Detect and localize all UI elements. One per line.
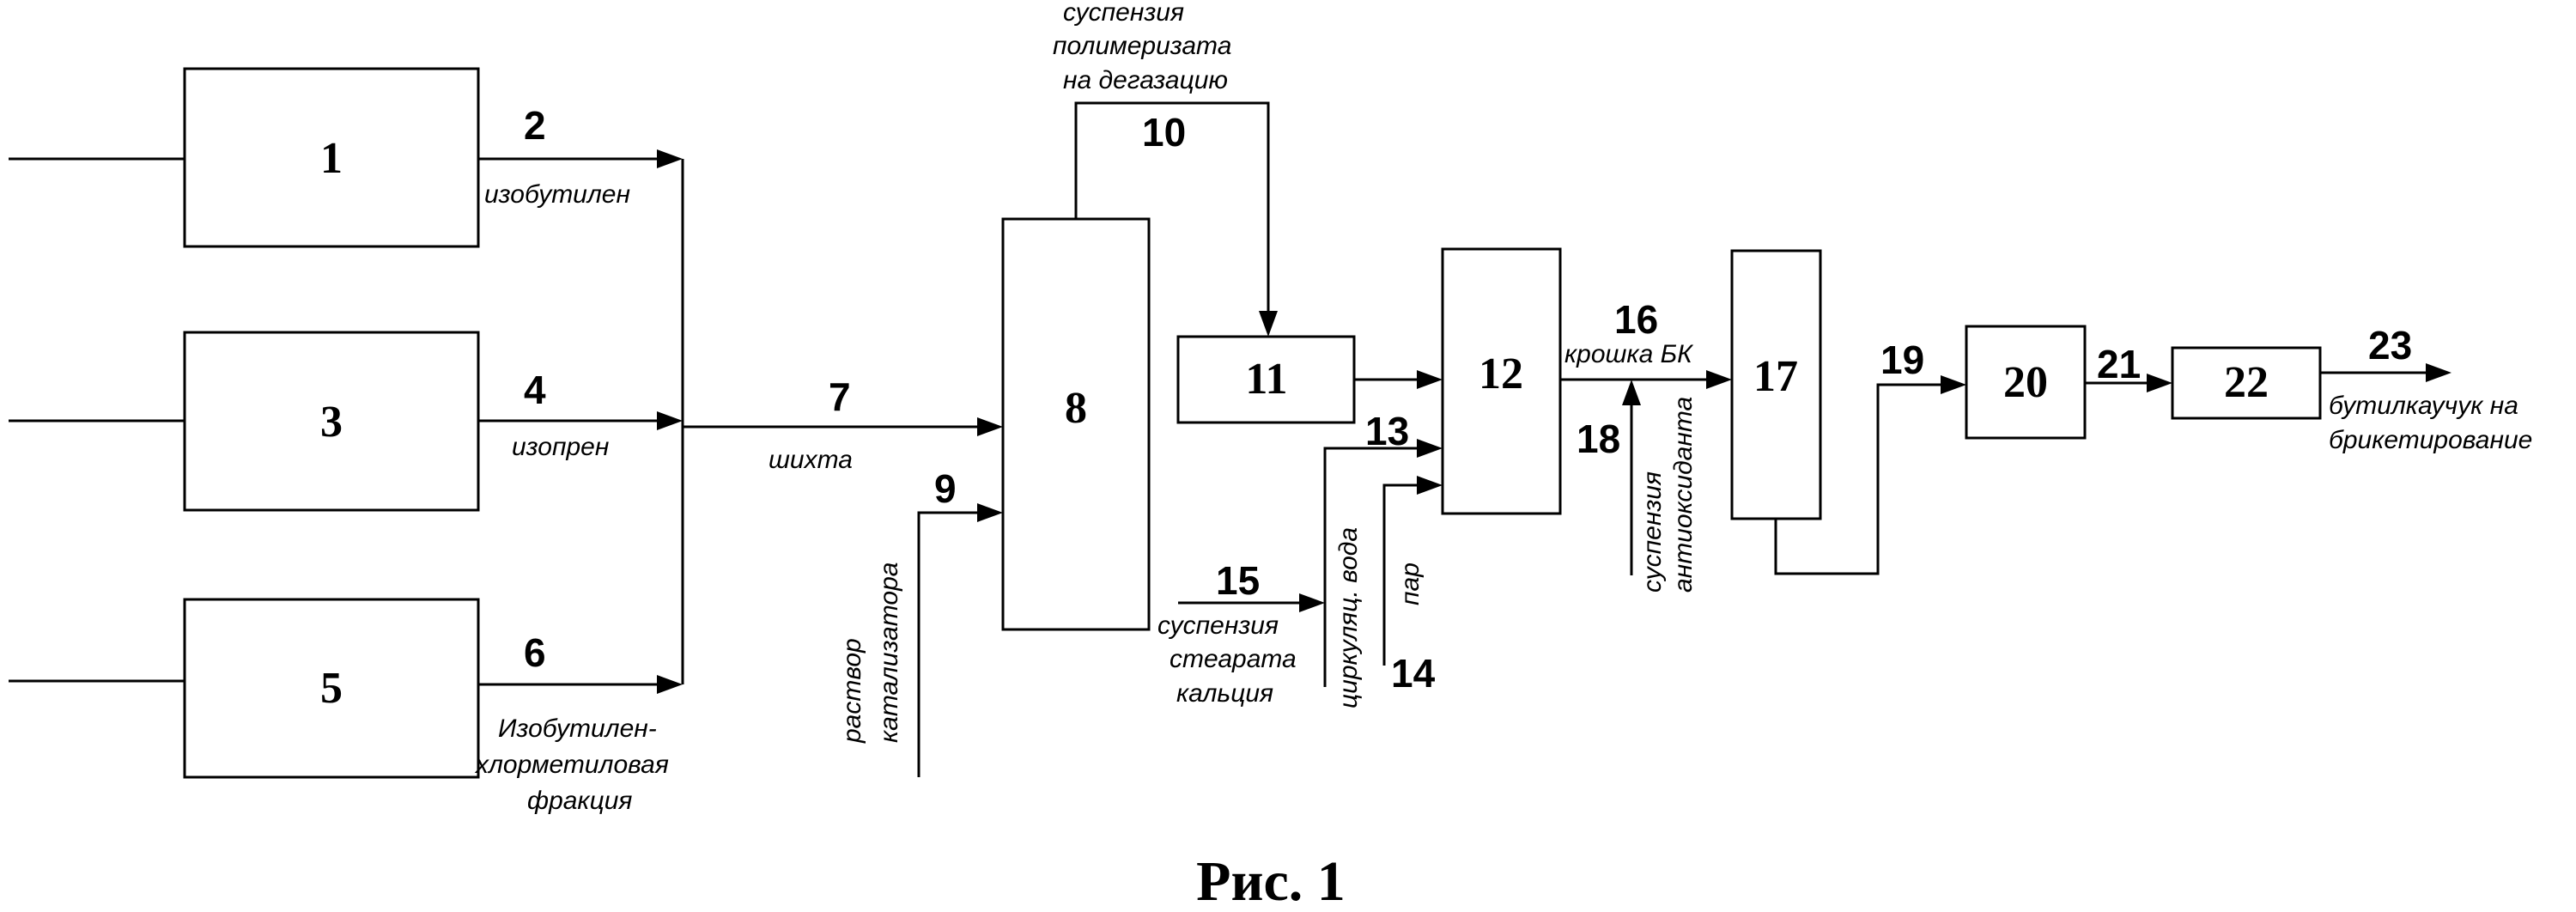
stream-15-arrowhead	[1299, 593, 1325, 612]
stream-21-number: 21	[2097, 342, 2141, 386]
fraction-label-line2: хлорметиловая	[474, 751, 669, 779]
antiox-label-line1: суспензия	[1638, 471, 1667, 593]
stream-10-arrowhead	[1259, 311, 1278, 337]
block-20-number: 20	[2003, 358, 2048, 407]
crumb-label: крошка БК	[1564, 340, 1694, 368]
degas-label-line2: полимеризата	[1053, 32, 1231, 60]
stream-19-line	[1774, 383, 1947, 575]
fraction-label-line1: Изобутилен-	[498, 714, 657, 743]
stream-19-arrowhead	[1941, 375, 1966, 394]
stream-10-number: 10	[1142, 110, 1186, 155]
block-12-number: 12	[1479, 350, 1523, 398]
block-5-number: 5	[320, 664, 343, 713]
fraction-label-line3: фракция	[527, 787, 632, 815]
block-1	[183, 67, 480, 248]
block-17	[1730, 249, 1822, 520]
stream-13-line	[1323, 447, 1423, 687]
stream-23-arrowhead	[2426, 363, 2451, 382]
stream-7-number: 7	[829, 374, 851, 419]
block-11	[1176, 335, 1356, 424]
figure-caption: Рис. 1	[1196, 850, 1346, 912]
block-8-number: 8	[1065, 384, 1087, 433]
stream-10-line	[1074, 101, 1270, 317]
stream-19-number: 19	[1880, 337, 1924, 382]
catalyst-label-line2: катализатора	[875, 562, 903, 743]
block-17-number: 17	[1753, 352, 1798, 401]
stream-15-number: 15	[1216, 558, 1260, 603]
block-22-number: 22	[2224, 358, 2269, 407]
stream-14-arrowhead	[1417, 476, 1443, 495]
stream-11-12-arrowhead	[1417, 370, 1443, 389]
stream-23-number: 23	[2368, 323, 2412, 368]
degas-label-line3: на дегазацию	[1063, 66, 1228, 94]
block-8	[1001, 217, 1151, 631]
stream-6-number: 6	[524, 630, 546, 675]
block-11-number: 11	[1245, 355, 1287, 404]
block-20	[1965, 325, 2087, 440]
block-3	[183, 331, 480, 512]
isoprene-label: изопрен	[512, 433, 609, 461]
stream-21-arrowhead	[2147, 374, 2172, 392]
stream-7-arrowhead	[977, 417, 1003, 436]
stream-16-arrowhead	[1706, 370, 1732, 389]
stream-4-number: 4	[524, 368, 546, 412]
circ-water-label: циркуляц. вода	[1334, 527, 1363, 708]
stream-2-arrowhead	[657, 149, 683, 168]
stream-9-arrowhead	[977, 503, 1003, 522]
stream-18-number: 18	[1577, 416, 1620, 461]
block-1-number: 1	[320, 134, 343, 183]
stream-14-line	[1382, 483, 1423, 666]
stearate-label-line2: стеарата	[1170, 645, 1297, 673]
block-5	[183, 598, 480, 779]
stearate-label-line1: суспензия	[1157, 611, 1279, 640]
stearate-label-line3: кальция	[1176, 679, 1273, 708]
product-label-line2: брикетирование	[2329, 426, 2532, 454]
stream-4-arrowhead	[657, 411, 683, 430]
stream-13-number: 13	[1365, 409, 1409, 453]
antiox-label-line2: антиоксиданта	[1669, 397, 1698, 593]
degas-label-line1: суспензия	[1063, 0, 1184, 27]
charge-label: шихта	[769, 446, 853, 474]
block-3-number: 3	[320, 398, 343, 447]
isobutylene-label: изобутилен	[484, 180, 630, 209]
stream-16-number: 16	[1614, 297, 1658, 342]
product-label-line1: бутилкаучук на	[2329, 392, 2518, 420]
stream-9-number: 9	[934, 466, 957, 511]
stream-13-arrowhead	[1417, 439, 1443, 458]
stream-9-line	[917, 511, 983, 777]
block-12	[1441, 247, 1562, 515]
stream-2-number: 2	[524, 103, 546, 148]
stream-14-number: 14	[1391, 651, 1436, 696]
steam-label: пар	[1396, 562, 1425, 605]
catalyst-label-line1: раствор	[838, 638, 866, 744]
stream-18-arrowhead	[1622, 380, 1641, 405]
stream-6-arrowhead	[657, 675, 683, 694]
